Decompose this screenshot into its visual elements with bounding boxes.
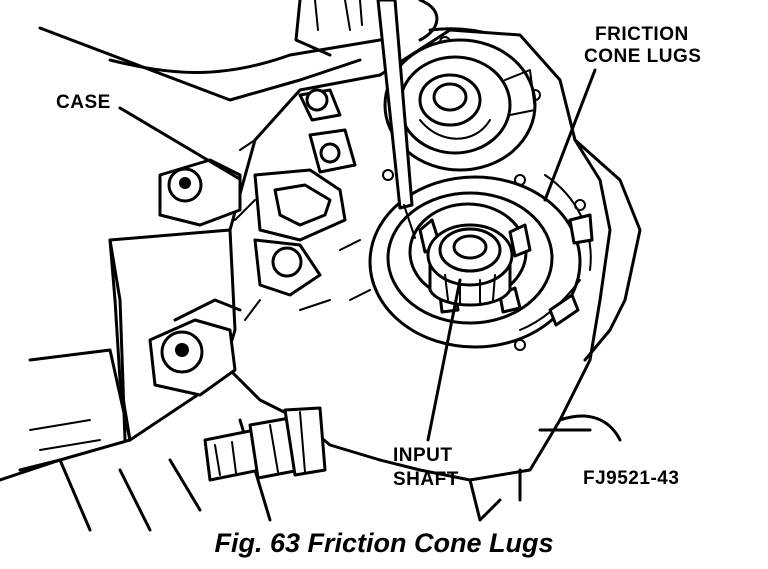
leader-lines [118, 68, 597, 442]
friction-cone-lugs-label-line2: CONE LUGS [584, 46, 701, 67]
input-shaft-label-line1: INPUT [393, 445, 453, 466]
friction-cone-lugs-label-line1: FRICTION [595, 24, 689, 45]
input-shaft-label-line2: SHAFT [393, 469, 459, 490]
case-label: CASE [56, 92, 111, 113]
input-shaft-leader [426, 278, 462, 442]
friction-cone-lugs-leader [543, 68, 597, 202]
figure-code-label: FJ9521-43 [583, 468, 679, 489]
case-leader [118, 106, 240, 180]
figure-caption: Fig. 63 Friction Cone Lugs [214, 528, 553, 558]
transmission-case-drawing [0, 0, 642, 532]
